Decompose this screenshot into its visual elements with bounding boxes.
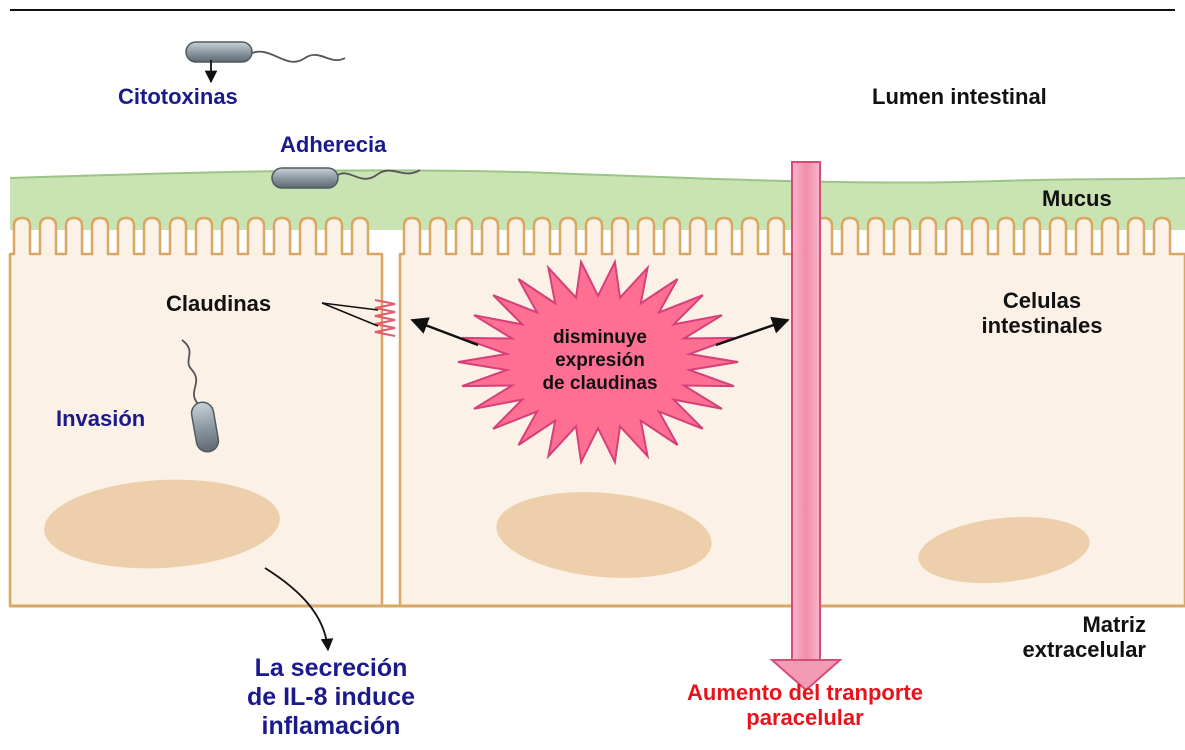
label-matriz-extracelular: Matriz extracelular (960, 612, 1146, 663)
burst-line-3: de claudinas (520, 373, 680, 396)
label-celulas-intestinales: Celulas intestinales (952, 288, 1132, 339)
label-transporte-paracelular: Aumento del tranporte paracelular (640, 680, 970, 731)
il8-line-3: inflamación (196, 712, 466, 741)
bacterium-cytotoxins (186, 42, 345, 82)
label-mucus: Mucus (1042, 186, 1112, 211)
transporte-line-2: paracelular (640, 705, 970, 730)
burst-line-1: disminuye (520, 327, 680, 350)
celulas-line-2: intestinales (952, 313, 1132, 338)
matriz-line-2: extracelular (960, 637, 1146, 662)
label-burst-text: disminuye expresión de claudinas (520, 327, 680, 395)
label-claudinas: Claudinas (166, 291, 271, 316)
label-lumen-intestinal: Lumen intestinal (872, 84, 1047, 109)
label-invasion: Invasión (56, 406, 145, 431)
il8-line-2: de IL-8 induce (196, 683, 466, 712)
label-il8-inflamacion: La secreción de IL-8 induce inflamación (196, 654, 466, 740)
matriz-line-1: Matriz (960, 612, 1146, 637)
burst-line-2: expresión (520, 350, 680, 373)
transporte-line-1: Aumento del tranporte (640, 680, 970, 705)
label-adherencia: Adherecia (280, 132, 386, 157)
il8-line-1: La secreción (196, 654, 466, 683)
celulas-line-1: Celulas (952, 288, 1132, 313)
label-citotoxinas: Citotoxinas (118, 84, 238, 109)
